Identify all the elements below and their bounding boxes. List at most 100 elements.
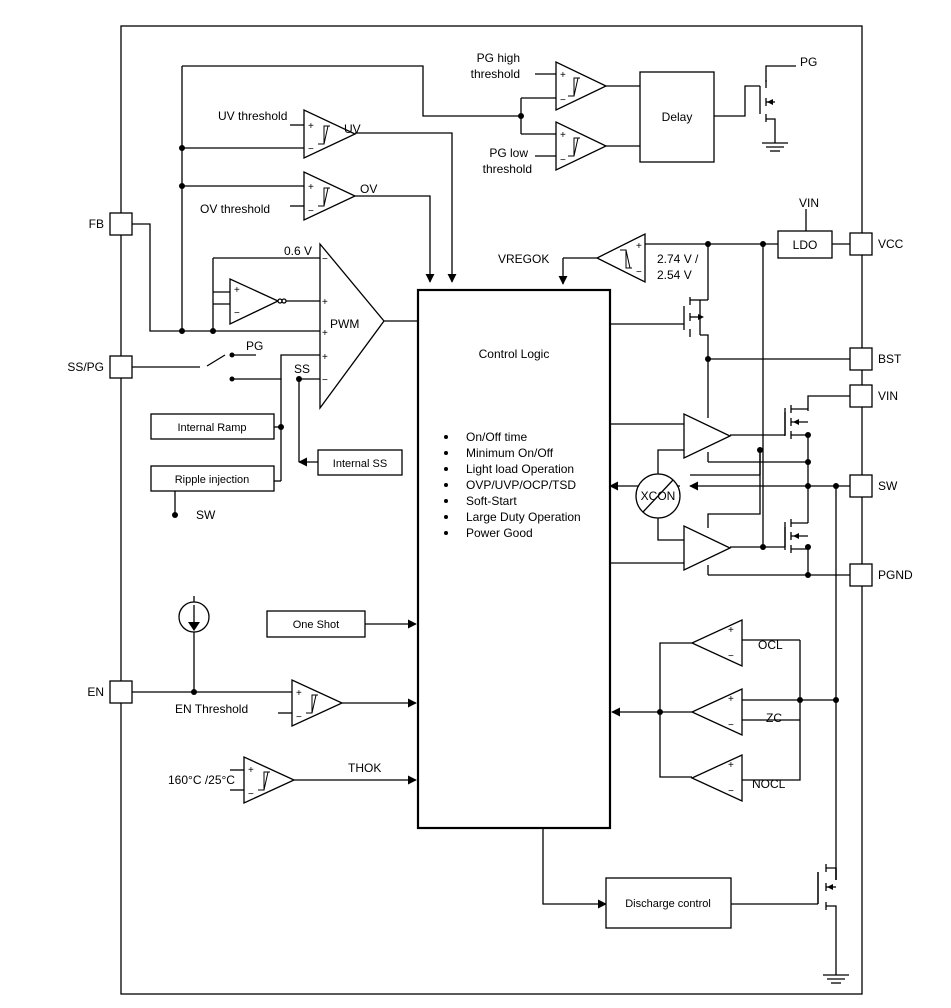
discharge-mosfet-icon bbox=[817, 864, 833, 910]
feature-item: Light load Operation bbox=[466, 462, 574, 476]
zc-label: ZC bbox=[766, 711, 782, 725]
svg-text:+: + bbox=[322, 328, 328, 339]
uv-label: UV bbox=[344, 122, 361, 136]
svg-text:+: + bbox=[728, 760, 734, 771]
one-shot-label: One Shot bbox=[293, 619, 339, 631]
control-logic-feature-list: On/Off time Minimum On/Off Light load Op… bbox=[444, 430, 581, 540]
zc-comparator: + − bbox=[690, 687, 743, 737]
discharge-control-block bbox=[605, 877, 732, 929]
uv-comparator: + − bbox=[303, 108, 357, 160]
svg-text:−: − bbox=[248, 789, 254, 800]
xcon-label: XCON bbox=[641, 489, 676, 503]
pin-label-en: EN bbox=[87, 685, 104, 699]
junction-dots bbox=[172, 113, 839, 715]
chip-outline bbox=[120, 25, 863, 995]
vcc-threshold-label: 2.74 V / bbox=[657, 252, 699, 266]
wires bbox=[132, 65, 850, 975]
high-side-driver bbox=[683, 412, 732, 460]
ripple-injection-label: Ripple injection bbox=[175, 474, 250, 486]
one-shot-block bbox=[266, 610, 366, 638]
error-amplifier: + − bbox=[229, 277, 287, 326]
thok-label: THOK bbox=[348, 761, 381, 775]
pg-low-threshold-label-2: threshold bbox=[483, 162, 532, 176]
pg-high-threshold-label: PG high bbox=[477, 51, 520, 65]
svg-text:−: − bbox=[560, 95, 566, 106]
pg-low-threshold-label: PG low bbox=[489, 146, 528, 160]
feature-item: Minimum On/Off bbox=[466, 446, 554, 460]
feature-item: On/Off time bbox=[466, 430, 527, 444]
thermal-comparator: + − bbox=[243, 755, 296, 805]
pin-pgnd bbox=[849, 563, 873, 587]
svg-text:+: + bbox=[322, 297, 328, 308]
svg-text:−: − bbox=[728, 651, 734, 662]
pin-label-fb: FB bbox=[89, 217, 104, 231]
pin-vcc bbox=[849, 232, 873, 256]
uv-threshold-label: UV threshold bbox=[218, 109, 287, 123]
low-side-driver bbox=[683, 524, 732, 572]
pwm-comparator: − + + + − bbox=[319, 242, 385, 410]
current-source-icon bbox=[178, 601, 210, 633]
svg-text:−: − bbox=[636, 267, 642, 278]
svg-text:+: + bbox=[296, 688, 302, 699]
feature-item: Power Good bbox=[466, 526, 533, 540]
discharge-control-label: Discharge control bbox=[625, 898, 711, 910]
internal-ss-label: Internal SS bbox=[333, 458, 387, 470]
vregok-comparator: + − bbox=[595, 232, 646, 284]
svg-text:+: + bbox=[248, 765, 254, 776]
ground-icon bbox=[823, 974, 849, 984]
svg-text:+: + bbox=[728, 625, 734, 636]
ldo-block bbox=[777, 230, 833, 259]
pg-low-comparator: + − bbox=[555, 120, 608, 172]
pin-fb bbox=[109, 212, 133, 236]
internal-ramp-block bbox=[150, 413, 275, 440]
pwm-label: PWM bbox=[330, 317, 359, 331]
ov-comparator: + − bbox=[303, 170, 357, 222]
svg-text:−: − bbox=[308, 144, 314, 155]
pg-high-comparator: + − bbox=[555, 60, 608, 112]
ground-icon bbox=[762, 142, 788, 152]
svg-text:+: + bbox=[728, 694, 734, 705]
control-logic-block bbox=[416, 288, 612, 830]
reference-voltage-label: 0.6 V bbox=[284, 244, 312, 258]
pg-high-threshold-label-2: threshold bbox=[471, 67, 520, 81]
pin-label-ss-pg: SS/PG bbox=[67, 360, 104, 374]
pin-label-sw: SW bbox=[878, 479, 898, 493]
pg-mosfet-icon bbox=[759, 80, 773, 122]
control-logic-title: Control Logic bbox=[479, 347, 550, 361]
vcc-threshold-label-2: 2.54 V bbox=[657, 268, 692, 282]
svg-text:+: + bbox=[322, 352, 328, 363]
svg-text:−: − bbox=[728, 720, 734, 731]
pg-output-label: PG bbox=[800, 55, 817, 69]
feature-item: Soft-Start bbox=[466, 494, 517, 508]
ripple-sw-label: SW bbox=[196, 508, 216, 522]
ocl-comparator: + − bbox=[690, 618, 743, 668]
ldo-vin-label: VIN bbox=[799, 196, 819, 210]
svg-text:+: + bbox=[636, 241, 642, 252]
pg-switch-label: PG bbox=[246, 339, 263, 353]
svg-text:−: − bbox=[322, 254, 328, 265]
delay-block bbox=[639, 71, 715, 163]
svg-text:−: − bbox=[234, 308, 240, 319]
svg-text:+: + bbox=[308, 121, 314, 132]
ldo-label: LDO bbox=[793, 238, 818, 252]
svg-text:−: − bbox=[560, 155, 566, 166]
pin-label-bst: BST bbox=[878, 352, 902, 366]
vregok-label: VREGOK bbox=[498, 252, 549, 266]
delay-label: Delay bbox=[662, 110, 693, 124]
ss-label: SS bbox=[294, 362, 310, 376]
svg-text:+: + bbox=[560, 130, 566, 141]
pin-label-vin: VIN bbox=[878, 389, 898, 403]
internal-ramp-label: Internal Ramp bbox=[177, 422, 246, 434]
svg-text:−: − bbox=[728, 786, 734, 797]
pin-en bbox=[109, 680, 133, 704]
en-threshold-label: EN Threshold bbox=[175, 702, 248, 716]
low-side-mosfet-icon bbox=[784, 519, 808, 553]
svg-text:−: − bbox=[308, 206, 314, 217]
thermal-threshold-label: 160°C /25°C bbox=[168, 773, 235, 787]
high-side-mosfet-icon bbox=[784, 405, 808, 439]
nocl-label: NOCL bbox=[752, 777, 786, 791]
nocl-comparator: + − bbox=[690, 753, 743, 803]
en-comparator: + − bbox=[291, 678, 344, 728]
svg-text:+: + bbox=[560, 70, 566, 81]
